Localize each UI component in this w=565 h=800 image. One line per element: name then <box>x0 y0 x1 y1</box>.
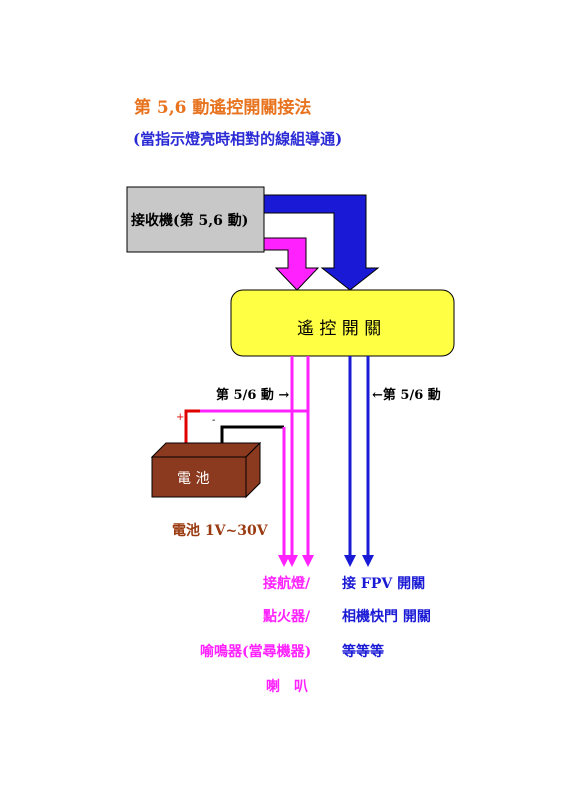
battery-plus-sign: + <box>176 412 185 423</box>
battery-top-face <box>150 442 262 458</box>
battery-positive-wire-red <box>184 409 200 452</box>
switch-label: 遙 控 開 關 <box>297 319 382 339</box>
remote-switch-box <box>230 289 455 357</box>
page-title: 第 5,6 動遙控開關接法 <box>134 98 312 118</box>
output-left-line-2: 點火器/ <box>263 609 311 625</box>
battery-negative-arrowhead <box>278 555 290 567</box>
channel-right-label: ←第 5/6 動 <box>372 388 441 403</box>
channel-left-label: 第 5/6 動 → <box>216 388 290 403</box>
output-right-line-3: 等等等 <box>342 644 384 660</box>
receiver-label: 接收機(第 5,6 動) <box>131 213 249 229</box>
output-right-line-2: 相機快門 開關 <box>342 609 431 625</box>
receiver-box <box>126 186 265 253</box>
battery-voltage-label: 電池 1V~30V <box>172 523 268 539</box>
output-left-line-3: 喻鳴器(當尋機器) <box>200 644 312 660</box>
magenta-signal-arrow <box>263 237 320 291</box>
blue-signal-arrow <box>263 194 380 291</box>
subtitle: (當指示燈亮時相對的線組導通) <box>133 130 343 148</box>
blue-output-arrowhead-2 <box>362 555 374 567</box>
battery-front-face <box>151 456 247 498</box>
battery-label: 電 池 <box>177 471 210 487</box>
output-left-line-4: 喇 叭 <box>266 679 308 695</box>
magenta-output-arrowhead-2 <box>302 555 314 567</box>
battery-minus-sign: - <box>212 415 216 426</box>
blue-output-arrowhead-1 <box>344 555 356 567</box>
output-right-line-1: 接 FPV 開關 <box>342 576 426 592</box>
output-left-line-1: 接航燈/ <box>263 576 311 592</box>
magenta-output-arrowhead-1 <box>286 555 298 567</box>
